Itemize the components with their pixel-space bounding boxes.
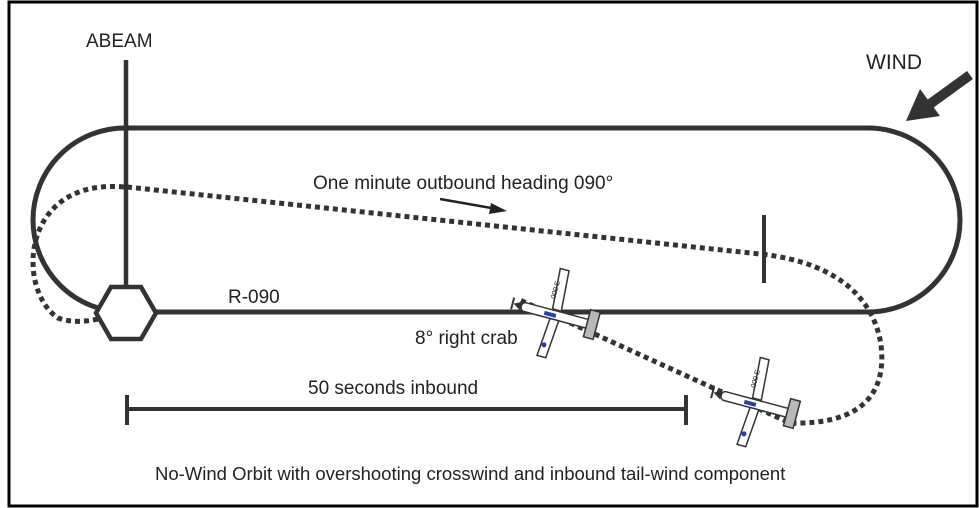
outbound-label: One minute outbound heading 090° (313, 173, 613, 194)
aircraft-registration-label: 000 E (750, 369, 762, 389)
radial-label: R-090 (228, 287, 280, 308)
no-wind-orbit-racetrack (30, 125, 963, 315)
inbound-dimension-line (125, 395, 688, 425)
crab-label: 8° right crab (415, 328, 518, 349)
abeam-label: ABEAM (86, 31, 153, 52)
wind-label: WIND (866, 51, 922, 74)
vor-station-icon (93, 284, 159, 342)
outbound-direction-arrow-icon (439, 197, 507, 214)
aircraft-inbound-icon: 000 E (710, 356, 802, 448)
diagram-border (7, 0, 979, 508)
wind-arrow-icon (906, 70, 973, 121)
diagram-caption: No-Wind Orbit with overshooting crosswin… (155, 463, 785, 484)
inbound-label: 50 seconds inbound (308, 378, 478, 399)
aircraft-crabbing-icon: 000 E (510, 267, 602, 359)
aircraft-registration-label: 000 E (550, 280, 562, 300)
wind-track-dotted (30, 184, 885, 426)
